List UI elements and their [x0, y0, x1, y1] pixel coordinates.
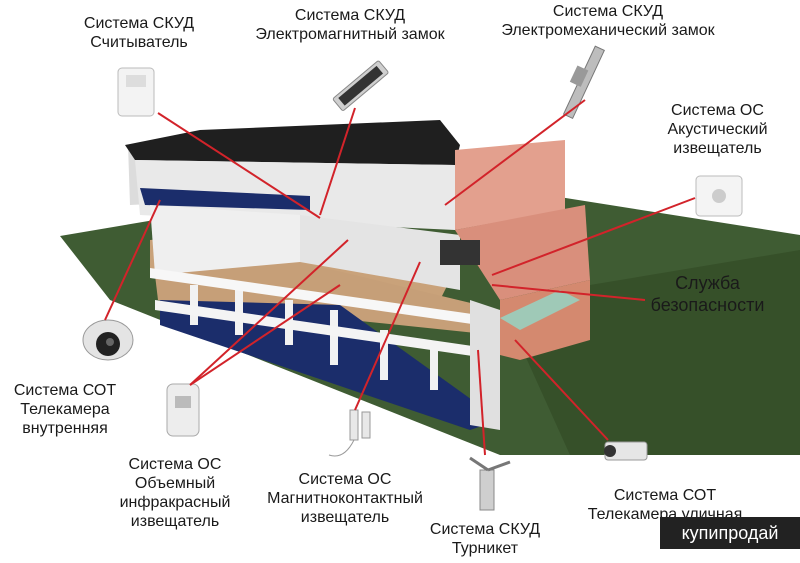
- electromechanical-lock-icon: [556, 43, 604, 119]
- card-reader-icon: [118, 68, 154, 116]
- turnstile-icon: [470, 458, 510, 510]
- ir-detector-icon: [167, 384, 199, 436]
- dome-camera-icon: [83, 320, 133, 360]
- outdoor-camera-icon: [604, 442, 647, 460]
- magnetic-contact-icon: [329, 410, 370, 456]
- acoustic-detector-icon: [696, 176, 742, 216]
- electromagnetic-lock-icon: [333, 60, 389, 111]
- watermark: купипродай: [660, 517, 800, 549]
- monitors: [440, 240, 480, 265]
- roof: [125, 120, 460, 165]
